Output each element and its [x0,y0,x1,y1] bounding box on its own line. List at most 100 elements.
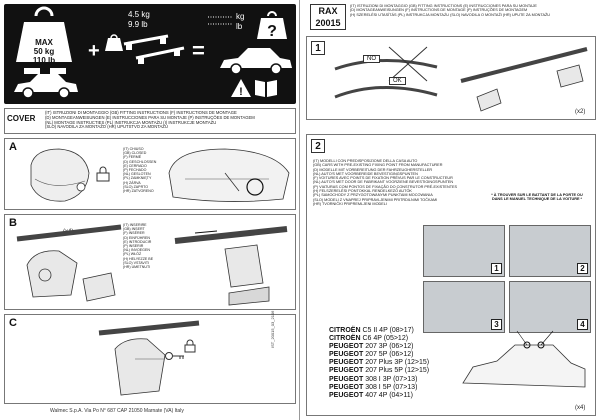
manual-book-icon: i [255,80,277,97]
foot-lock-illustration [98,320,200,396]
unit-lb: lb [236,22,243,31]
lang-item: (E) CERRADO [123,163,147,168]
left-page: MAX 50 kg 110 lb + 4.5 kg 9.9 [0,0,298,420]
page-divider [299,0,300,420]
roof-box-key-illustration [30,148,90,202]
lang-item: (NL) GESLOTEN [123,172,151,177]
warning-icon: ! [231,79,251,98]
lang-item: (IT) INSERIRE [123,223,147,227]
step-2-number: 2 [311,139,325,153]
lang-item: (H) ZÁRVA [123,180,141,185]
lock-icon [184,339,196,353]
lang-item: (HR) UMETNUTI [123,265,151,270]
step-2-line: (PL) SAMOCHODY Z PRZYGOTOWANYMI PUNKTAMI… [313,193,433,198]
panel-c-label: C [9,317,17,329]
product-instructions: (IT) ISTRUZIONI DI MONTAGGIO (GB) FITTIN… [350,4,550,17]
car-item: CITROËN C6 4P (05>12) [329,335,409,343]
step-2-line: (IT) MODELLI CON PREDISPOSIZIONE DELLA C… [313,159,418,163]
bar-orientation-illustration [334,46,438,99]
roof-box-open-illustration [168,148,290,202]
lang-item: (GB) INSERT [123,227,145,232]
step-2-line: (SLO) MODELI Z VNAPREJ PRIPRAVLJENIMI PR… [313,197,438,202]
dots-line [208,16,232,25]
step-2-line: (P) VIATURAS COM PONTOS DE FIXAÇÃO DO CO… [313,184,458,189]
lang-item: (PL) WŁÓŻ [123,252,142,257]
svg-text:i: i [265,84,268,94]
lang-item: (IT) CHIUSO [123,147,144,151]
step-1-number: 1 [311,41,325,55]
rax-line: (H) SZERELÉSI UTASÍTÁS (PL) INSTRUKCJA M… [350,12,551,17]
car-item: PEUGEOT 308 I 5P (07>13) [329,383,418,391]
lang-item: (P) INSERIR [123,244,144,249]
unit-kg: kg [236,12,245,21]
lang-item: (F) INSÉRER [123,231,145,236]
max-load-label: MAX 50 kg 110 lb [16,28,72,78]
cover-line: (NL) MONTAGE INSTRUCTIES (PL) INSTRUKCJA… [45,119,217,125]
photo-2: 2 [509,225,591,277]
step-2-instructions: (IT) MODELLI CON PREDISPOSIZIONE DELLA C… [313,159,457,206]
rax-line: (D) MONTAGEANWEISUNGEN (F) INSTRUCTIONS … [350,8,528,13]
car-item: PEUGEOT 407 4P (04>11) [329,391,413,399]
lang-item: (NL) INVOEGEN [123,248,150,253]
panel-b: B (x4) (IT) INSERIRE (GB) INSERT (F) INS… [4,214,296,310]
key-icon [165,352,184,360]
unit-labels: kg lb [236,12,244,32]
svg-text:!: ! [239,86,243,98]
lang-item: (P) FECHADO [123,168,147,173]
bar-lb: 9.9 lb [128,20,148,29]
photo-3-number: 3 [491,319,502,330]
no-badge: NO [363,55,380,63]
car-item: CITROËN C5 II 4P (08>17) [329,327,414,334]
lang-item: (F) FERMÉ [123,155,142,160]
step-2-line: (F) VOITURES AVEC POINTS DE FIXATION PRÉ… [313,176,453,181]
lock-closed-icon [96,166,110,182]
compatible-cars-list: CITROËN C5 II 4P (08>17) CITROËN C6 4P (… [329,327,429,400]
cover-line: (D) MONTAGEANWEISUNGEN (E) INSTRUCCIONES… [45,114,255,120]
car-item: PEUGEOT 207 3P (06>12) [329,343,414,351]
weight-icon [16,6,72,62]
bar-kg: 4.5 kg [128,10,150,19]
lang-item: (H) HELYEZZE BE [123,256,154,261]
panel-b-label: B [9,217,17,229]
step-1-count: (x2) [575,109,586,115]
bar-mount-illustration [460,47,588,112]
svg-text:?: ? [267,23,277,40]
equals-sign: = [192,38,205,63]
max-label: MAX [35,38,53,47]
question-weight-icon: ? [257,11,287,40]
small-weight-icon [105,34,123,51]
right-page: RAX 20015 (IT) ISTRUZIONI DI MONTAGGIO (… [302,0,600,420]
car-fixing-points-illustration [462,330,586,388]
step-2-line: (HR) TVORNIČKI PRIPREMLJENI MODELI [313,201,387,206]
step-2-line: (NL) AUTO'S MET VOORBEREIDE BEVESTIGINGS… [313,171,418,176]
fr-note: * À TROUVER SUR LE BATTANT DE LA PORTE O… [491,193,583,202]
foot-insert-illustration [16,224,122,302]
lang-item: (SLO) ZAPRTO [123,184,149,189]
cover-label: COVER [7,114,36,123]
bar-weight: 4.5 kg 9.9 lb [128,10,150,30]
panel-a-label: A [9,141,17,153]
cover-line: (SLO) NAVODILA ZA MONTAŽO (HR) UPUTSTVO … [45,124,168,130]
photo-1-number: 1 [491,263,502,274]
panel-a: A (IT) CHIUSO (GB) CLOSED (F) FERMÉ (D) … [4,138,296,210]
car-item: PEUGEOT 207 5P (06>12) [329,351,414,359]
cover-instructions: (IT) ISTRUZIONI DI MONTAGGIO (GB) FITTIN… [45,110,255,130]
sedan-car-icon [220,48,292,75]
photo-4: 4 [509,281,591,333]
product-name: RAX [318,6,338,16]
lang-item: (E) INTRODUCIR [123,239,152,244]
car-roof-load-icon [14,68,78,99]
lang-item: (D) GESCHLOSSEN [123,159,157,164]
car-item: PEUGEOT 308 I 3P (07>13) [329,375,418,383]
lang-item: (SLO) VSTAVITI [123,260,150,265]
company-footer: Walmec S.p.A. Via Po N° 687 CAP 21050 Ma… [50,408,184,414]
load-capacity-banner: MAX 50 kg 110 lb + 4.5 kg 9.9 [4,4,296,104]
max-lb: 110 lb [32,56,56,65]
panel-c: C [4,314,296,404]
step-1: 1 NO OK (x2) [306,36,596,120]
bar-slide-illustration [174,226,288,306]
step-2-line: (H) FELSZERELÉSI PONTOKKAL RENDELKEZŐ AU… [313,189,412,194]
product-code: 20015 [315,18,341,28]
cover-line: (IT) ISTRUZIONI DI MONTAGGIO (GB) FITTIN… [45,110,237,115]
